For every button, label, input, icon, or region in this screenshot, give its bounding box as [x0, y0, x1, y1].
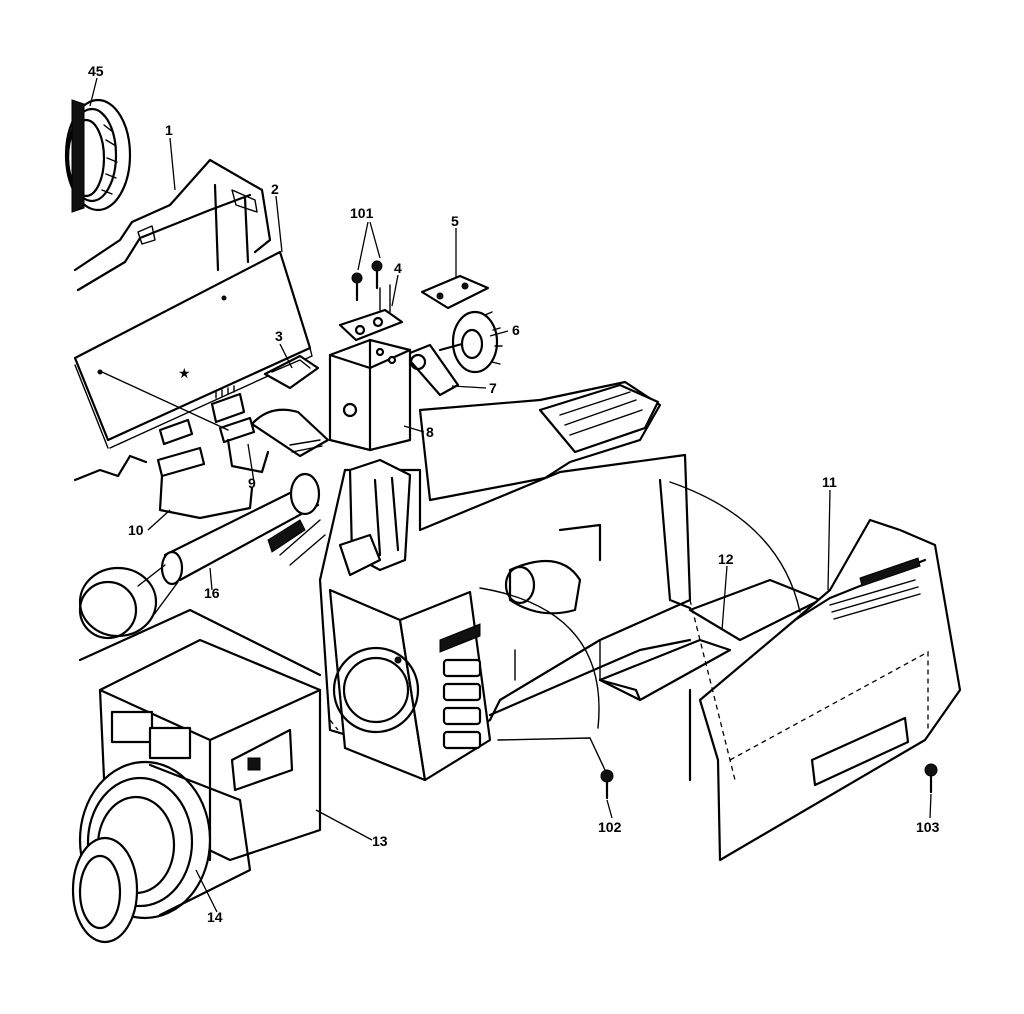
part-45-lens-ring [64, 98, 132, 213]
part-7-arm [403, 343, 460, 397]
part-5-plate [420, 274, 490, 310]
callout-45: 45 [88, 63, 104, 79]
part-2-chassis-plate [73, 250, 313, 449]
part-16-shaft [78, 472, 326, 640]
callout-9: 9 [248, 475, 256, 491]
part-6-gear [438, 310, 503, 374]
callout-103: 103 [916, 819, 940, 835]
callout-102: 102 [598, 819, 622, 835]
callout-5: 5 [451, 213, 459, 229]
assembly-guides [101, 371, 801, 771]
part-8-block [328, 338, 412, 452]
mount-post [338, 458, 412, 577]
callout-10: 10 [128, 522, 144, 538]
part-3-clip [263, 354, 320, 390]
star-mark: ★ [178, 365, 191, 381]
leader-lines [89, 77, 932, 913]
part-102-screw [600, 769, 614, 800]
part-103-screw [924, 763, 938, 794]
callout-12: 12 [718, 551, 734, 567]
part-101-screws [351, 260, 383, 302]
main-body-housing [318, 380, 692, 782]
callout-13: 13 [372, 833, 388, 849]
callout-3: 3 [275, 328, 283, 344]
callout-1: 1 [165, 122, 173, 138]
part-9-flex-cable [158, 385, 330, 474]
callout-6: 6 [512, 322, 520, 338]
callout-101: 101 [350, 205, 374, 221]
callout-16: 16 [204, 585, 220, 601]
part-4-bracket [338, 284, 404, 342]
callout-7: 7 [489, 380, 497, 396]
callout-8: 8 [426, 424, 434, 440]
part-11-side-cover [689, 518, 962, 862]
callout-11: 11 [822, 474, 837, 490]
part-1-top-housing [73, 158, 272, 292]
callout-14: 14 [207, 909, 223, 925]
part-10-flex-cable [73, 446, 254, 520]
callout-4: 4 [394, 260, 402, 276]
callout-2: 2 [271, 181, 279, 197]
part-14-lens [71, 760, 252, 944]
